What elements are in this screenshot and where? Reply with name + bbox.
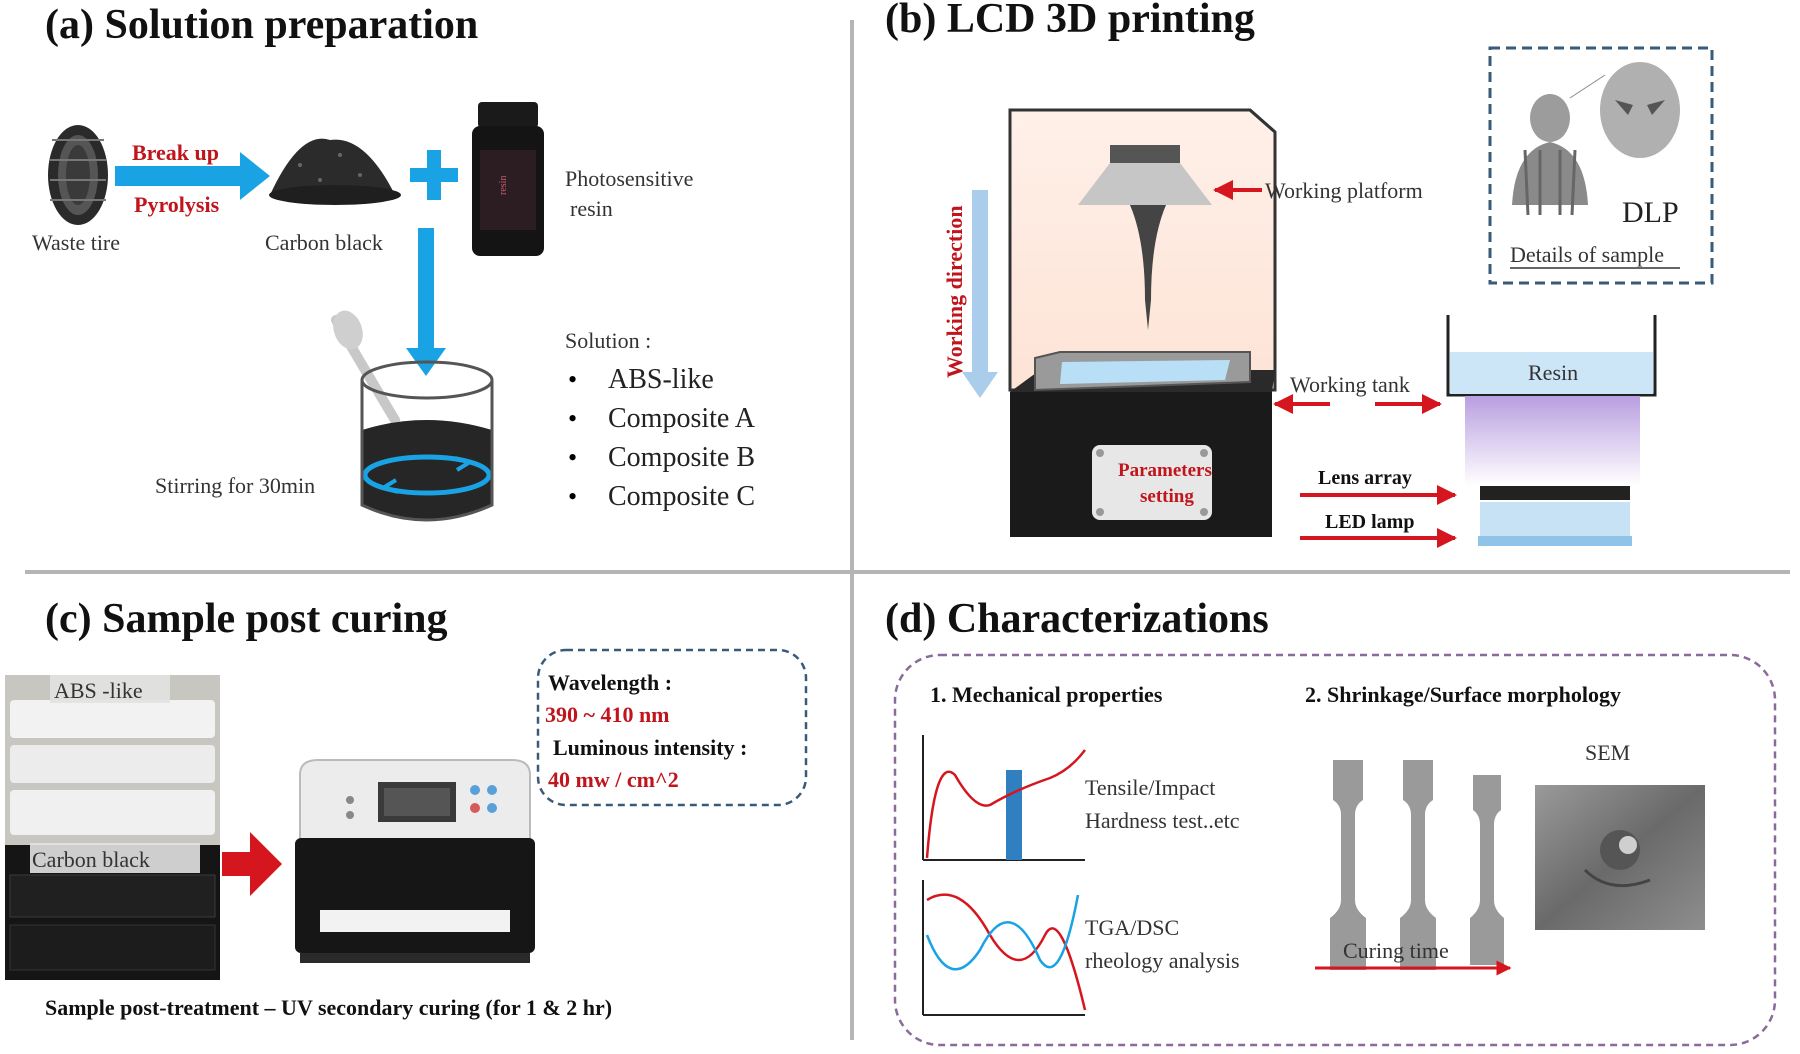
lens-array-label: Lens array	[1318, 467, 1412, 489]
uv-parameters-box	[536, 648, 808, 807]
tensile-label-line2: Hardness test..etc	[1085, 808, 1240, 833]
resin-label-line1: Photosensitive	[565, 166, 693, 191]
abs-like-label-bg	[50, 675, 170, 703]
panel-post-curing: (c) Sample post curing ABS -like Carbon …	[5, 596, 808, 1020]
stirring-label: Stirring for 30min	[155, 473, 315, 498]
solution-item: Composite C	[608, 481, 755, 512]
working-tank-label: Working tank	[1290, 372, 1410, 397]
parameters-label-line2: setting	[1140, 486, 1194, 507]
solution-bullet: •	[568, 482, 577, 511]
panel-solution-preparation: (a) Solution preparation Waste tire Brea…	[32, 2, 756, 522]
resin-bottle-icon: resin	[472, 102, 544, 256]
wavelength-label: Wavelength :	[548, 670, 672, 695]
carbon-black-sample-label: Carbon black	[32, 847, 150, 872]
led-lamp-label: LED lamp	[1325, 511, 1414, 533]
carbon-black-label: Carbon black	[265, 230, 383, 255]
solution-item: Composite A	[608, 403, 756, 434]
thermal-plot-icon	[922, 880, 1087, 1016]
tensile-label-line1: Tensile/Impact	[1085, 775, 1215, 800]
post-curing-caption: Sample post-treatment – UV secondary cur…	[45, 995, 612, 1020]
resin-label-line2: resin	[570, 196, 613, 221]
sample-figure-icon	[1512, 62, 1680, 216]
uv-curing-machine-icon	[295, 759, 535, 963]
curing-arrow	[222, 832, 282, 896]
curing-time-label: Curing time	[1343, 938, 1449, 963]
working-direction-arrow	[962, 190, 998, 398]
abs-like-sample-photo	[5, 675, 220, 845]
working-platform-label: Working platform	[1265, 178, 1423, 203]
shrinkage-title: 2. Shrinkage/Surface morphology	[1305, 682, 1621, 707]
panel-b-title: (b) LCD 3D printing	[885, 0, 1255, 42]
parameters-label-line1: Parameters	[1118, 460, 1212, 481]
dlp-label: DLP	[1622, 196, 1679, 229]
mix-arrow	[406, 228, 446, 376]
mechanical-properties-title: 1. Mechanical properties	[930, 682, 1163, 707]
break-up-arrow	[115, 152, 270, 200]
sem-label: SEM	[1585, 740, 1630, 765]
solution-item: Composite B	[608, 442, 755, 473]
beaker-icon	[331, 310, 494, 522]
details-box	[1488, 46, 1714, 285]
solution-bullet: •	[568, 404, 577, 433]
working-direction-label: Working direction	[942, 205, 967, 378]
wavelength-value: 390 ~ 410 nm	[545, 702, 670, 727]
panel-lcd-printing: (b) LCD 3D printing Parameters setting W…	[885, 0, 1714, 548]
bottle-label: resin	[498, 176, 509, 195]
characterization-box	[893, 653, 1777, 1047]
plus-icon	[410, 150, 458, 200]
panel-characterizations: (d) Characterizations 1. Mechanical prop…	[885, 596, 1777, 1047]
solution-bullet: •	[568, 365, 577, 394]
tire-icon	[48, 125, 108, 225]
waste-tire-label: Waste tire	[32, 230, 120, 255]
solution-title: Solution :	[565, 328, 651, 353]
carbon-black-pile-icon	[269, 138, 401, 205]
printer-icon	[1008, 108, 1277, 537]
pyrolysis-label: Pyrolysis	[134, 192, 220, 217]
details-label: Details of sample	[1510, 242, 1664, 267]
break-up-label: Break up	[132, 140, 219, 165]
resin-label: Resin	[1528, 360, 1578, 385]
intensity-label: Luminous intensity :	[553, 735, 747, 760]
abs-like-label: ABS -like	[54, 678, 143, 703]
sem-image	[1535, 785, 1705, 930]
mechanical-plot-icon	[922, 735, 1086, 861]
panel-c-title: (c) Sample post curing	[45, 596, 448, 642]
panel-d-title: (d) Characterizations	[885, 596, 1269, 642]
dogbone-samples-icon	[1330, 760, 1504, 970]
panel-a-title: (a) Solution preparation	[45, 2, 478, 48]
tga-label-line2: rheology analysis	[1085, 948, 1240, 973]
resin-tank-icon	[1446, 315, 1657, 546]
carbon-black-label-bg	[30, 843, 200, 873]
solution-item: ABS-like	[608, 364, 714, 395]
intensity-value: 40 mw / cm^2	[548, 767, 679, 792]
solution-bullet: •	[568, 443, 577, 472]
solution-list: • ABS-like • Composite A • Composite B •…	[568, 364, 756, 512]
tga-label-line1: TGA/DSC	[1085, 915, 1179, 940]
